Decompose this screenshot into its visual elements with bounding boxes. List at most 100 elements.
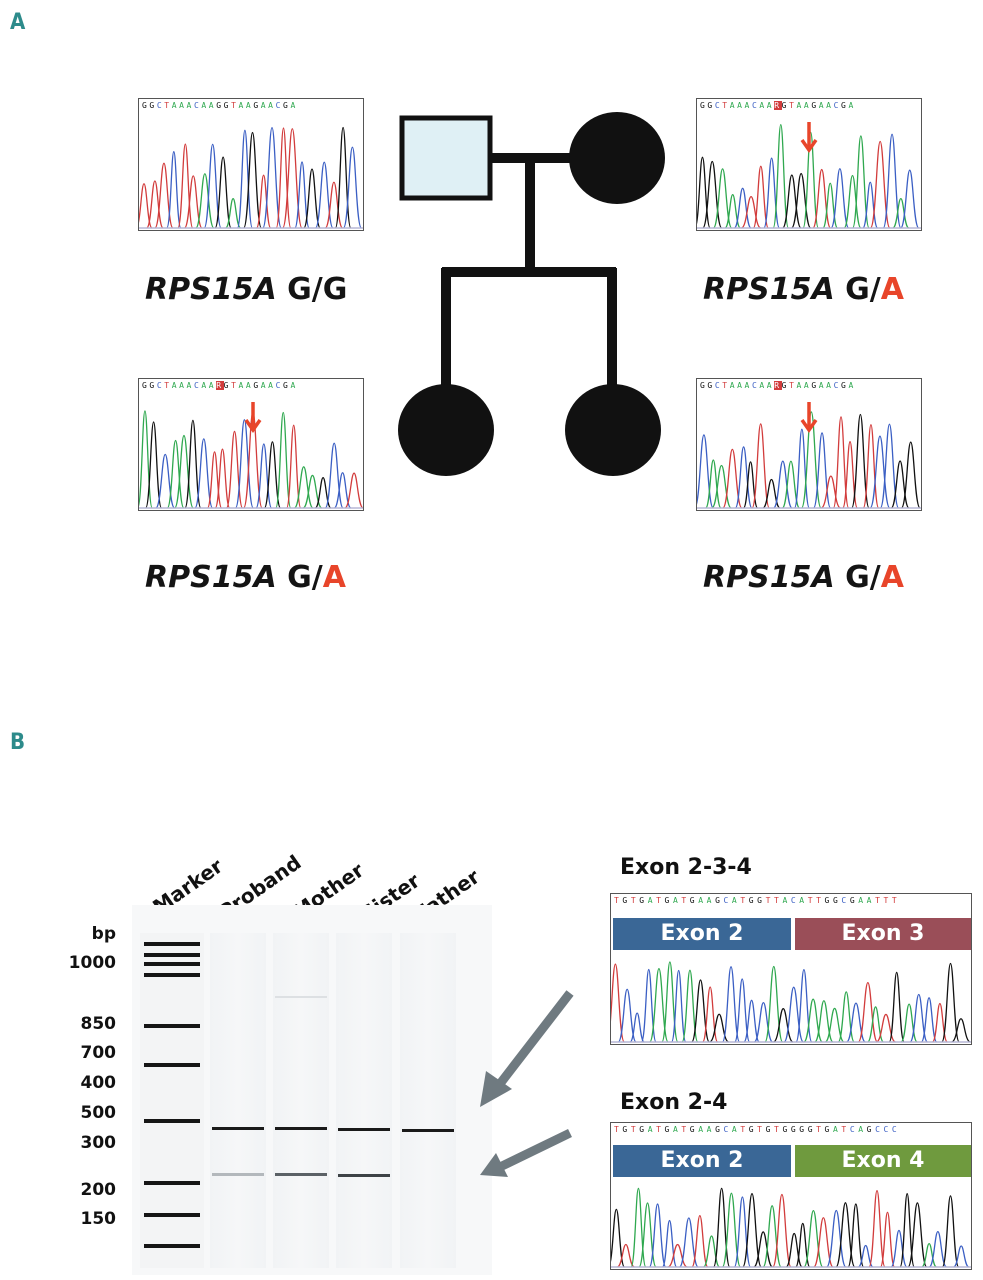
trace-mother xyxy=(697,122,921,229)
trace-peak xyxy=(255,174,272,229)
sequence-child-left: GGCTAAACAARGTAAGAACGA xyxy=(142,381,298,390)
bp-unit-label: bp xyxy=(91,924,116,944)
genotype-child-left: RPS15A G/A xyxy=(145,560,346,595)
chromatogram-child-left: GGCTAAACAARGTAAGAACGA xyxy=(138,378,364,511)
trace-peak xyxy=(195,173,215,229)
trace-peak xyxy=(795,968,813,1043)
trace-peak xyxy=(691,1214,709,1268)
chromatogram-child-right: GGCTAAACAARGTAAGAACGA xyxy=(696,378,922,511)
trace-peak xyxy=(139,183,153,229)
father-symbol xyxy=(399,115,493,201)
trace-peak xyxy=(184,419,202,509)
trace-exon-24 xyxy=(611,1187,971,1268)
trace-peak xyxy=(611,1208,626,1268)
band-lower-mother xyxy=(275,1173,327,1176)
trace-peak xyxy=(803,1209,824,1268)
trace-peak xyxy=(630,1187,647,1268)
trace-peak xyxy=(941,1195,960,1268)
trace-peak xyxy=(751,423,770,509)
trace-peak xyxy=(740,195,762,229)
chromatogram-exon-234: TGTGATGATGAAGCATGGTTACATTGGCGAATTT Exon … xyxy=(610,893,972,1045)
trace-peak xyxy=(275,127,292,229)
trace-peak xyxy=(733,187,752,229)
trace-peak xyxy=(847,1203,865,1268)
exon-234-box-exon2: Exon 2 xyxy=(613,918,791,950)
variant-arrow-head xyxy=(800,418,818,434)
trace-peak xyxy=(203,143,222,229)
trace-peak xyxy=(890,460,910,509)
bp-label-150: 150 xyxy=(80,1209,117,1229)
exon-24-box-exon4: Exon 4 xyxy=(795,1145,971,1177)
trace-peak xyxy=(953,1245,970,1268)
trace-peak xyxy=(772,460,793,509)
trace-peak xyxy=(909,993,929,1043)
trace-peak xyxy=(813,1217,834,1268)
chromatogram-father: GGCTAAACAAGGTAAGAACGA xyxy=(138,98,364,231)
trace-peak xyxy=(837,991,855,1043)
exon-234-box-exon3: Exon 3 xyxy=(795,918,971,950)
trace-peak xyxy=(907,1202,928,1268)
trace-peak xyxy=(649,967,669,1043)
trace-peak xyxy=(753,1001,774,1043)
trace-peak xyxy=(951,1018,971,1043)
trace-peak xyxy=(661,1219,678,1268)
trace-peak xyxy=(166,151,182,229)
chromatogram-mother: GGCTAAACAARGTAAGAACGA xyxy=(696,98,922,231)
genotype-father: RPS15A G/G xyxy=(145,272,348,307)
gel-image xyxy=(132,905,492,1275)
trace-peak xyxy=(236,129,254,229)
trace-peak xyxy=(782,174,802,229)
trace-peak xyxy=(743,999,760,1043)
trace-child-right xyxy=(697,402,921,509)
trace-peak xyxy=(617,988,637,1043)
trace-peak xyxy=(851,413,870,509)
sequence-exon-234: TGTGATGATGAAGCATGGTTACATTGGCGAATTT xyxy=(614,896,901,905)
exon-24-title: Exon 2-4 xyxy=(620,1090,728,1115)
band-upper-sister xyxy=(338,1128,390,1131)
trace-peak xyxy=(734,978,751,1043)
trace-peak xyxy=(879,1211,896,1268)
gel-lane-marker xyxy=(140,933,204,1268)
marker-band xyxy=(144,1244,200,1248)
trace-peak xyxy=(648,1203,667,1268)
marker-bands xyxy=(144,942,200,1248)
sequence-father: GGCTAAACAAGGTAAGAACGA xyxy=(142,101,298,110)
trace-father xyxy=(139,126,363,229)
trace-peak xyxy=(843,174,862,229)
arrow-upper xyxy=(480,990,574,1107)
child-right-symbol xyxy=(565,384,661,476)
trace-peak xyxy=(145,421,163,509)
bp-label-200: 200 xyxy=(80,1180,117,1200)
sequence-child-right: GGCTAAACAARGTAAGAACGA xyxy=(700,381,856,390)
trace-peak xyxy=(640,968,657,1043)
sequence-mother: GGCTAAACAARGTAAGAACGA xyxy=(700,101,856,110)
trace-peak xyxy=(820,475,841,509)
band-lower-sister xyxy=(338,1174,390,1177)
trace-peak xyxy=(333,472,352,509)
marker-band xyxy=(144,942,200,946)
trace-peak xyxy=(705,459,722,509)
trace-peak xyxy=(921,1243,937,1268)
trace-peak xyxy=(616,1243,635,1268)
trace-peak xyxy=(146,180,164,229)
mother-symbol xyxy=(569,112,665,204)
trace-peak xyxy=(177,143,194,229)
arrow-lower xyxy=(480,1128,572,1177)
panel-b-label: B xyxy=(10,730,26,755)
exon-24-box-exon2: Exon 2 xyxy=(613,1145,791,1177)
trace-peak xyxy=(234,419,254,509)
trace-peak xyxy=(243,131,262,229)
marker-band xyxy=(144,962,200,966)
trace-peak xyxy=(174,434,194,509)
trace-peak xyxy=(762,1205,782,1268)
gel-lane-proband xyxy=(210,933,266,1268)
child-left-symbol xyxy=(398,384,494,476)
trace-peak xyxy=(879,423,900,509)
pedigree xyxy=(398,112,665,476)
trace-peak xyxy=(764,965,784,1043)
trace-peak xyxy=(314,161,334,229)
trace-peak xyxy=(155,453,176,509)
bp-label-850: 850 xyxy=(80,1014,117,1034)
gel-lane-mother xyxy=(273,933,329,1268)
trace-peak xyxy=(882,133,902,229)
